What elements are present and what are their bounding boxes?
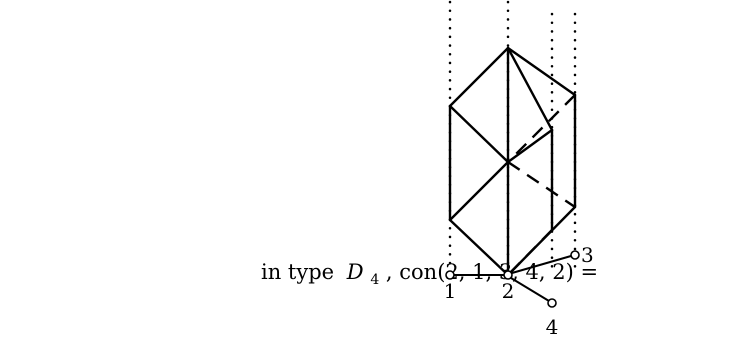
edge [506,46,554,132]
hidden-edge [507,94,576,163]
dynkin-edge-2-3 [511,255,572,274]
dynkin-node-4 [547,298,557,308]
polytope-solid-edges [448,46,577,277]
caption-text: in type D 4 , con(2, 1, 3, 4, 2) = [261,260,598,289]
edge [448,160,510,222]
dynkin-node-label-2: 2 [502,279,515,303]
dynkin-diagram: 1 2 3 4 [444,243,594,339]
caption-formula: , con(2, 1, 3, 4, 2) = [386,260,598,284]
hidden-edge [507,229,553,276]
dynkin-node-3 [570,250,580,260]
dynkin-node-label-4: 4 [546,315,559,339]
edge [506,128,554,164]
dynkin-node-label-3: 3 [581,243,594,267]
edge [448,46,510,108]
edge [448,218,510,277]
dynkin-node-label-1: 1 [444,279,457,303]
caption-type-symbol: D [346,260,364,284]
polytope-dashed-edges [507,94,576,276]
dynkin-node-2 [503,270,513,280]
dotted-guides [448,0,577,274]
hidden-edge [507,161,576,208]
edge [506,46,577,97]
caption-prefix: in type [261,260,334,284]
dynkin-node-1 [445,270,455,280]
caption-type-index: 4 [370,272,379,288]
edge [448,104,510,164]
dynkin-edge-2-4 [510,277,550,302]
